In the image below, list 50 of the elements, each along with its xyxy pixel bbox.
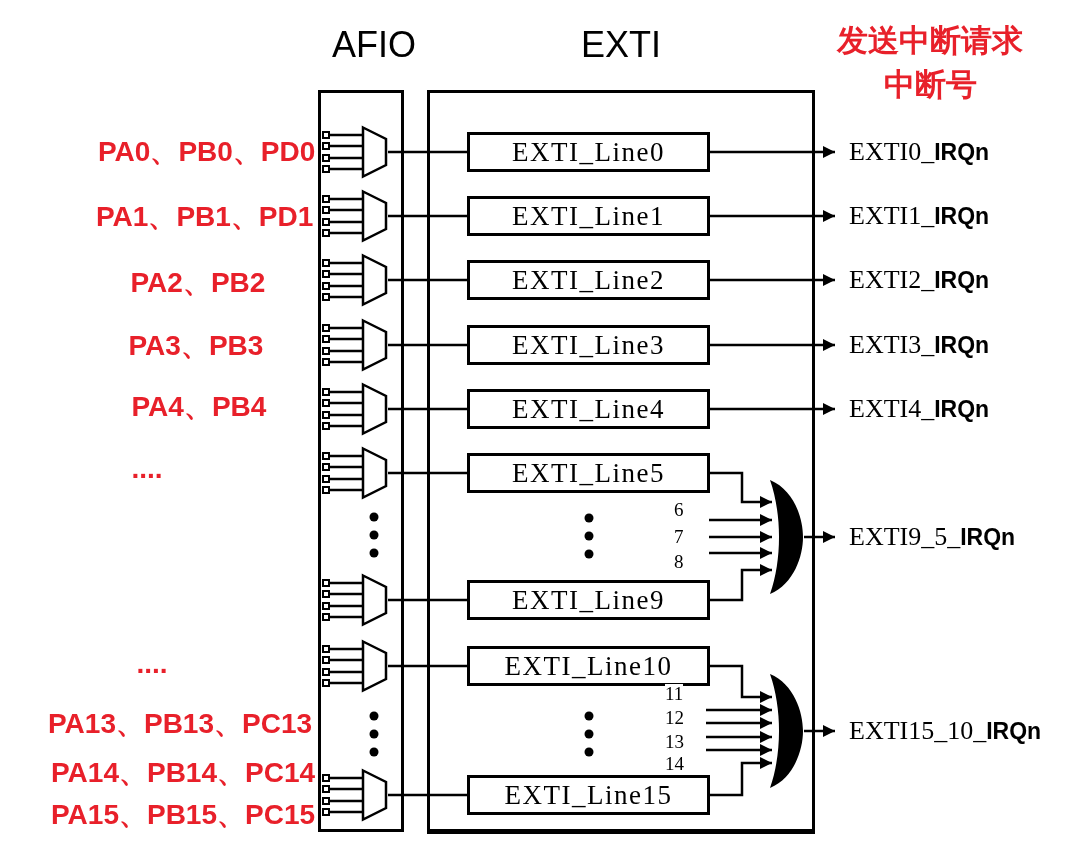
pin-label: PA15、PB15、PC15 (51, 798, 316, 832)
multiplexer-symbol (322, 383, 388, 435)
irq-label: EXTI4_IRQn (835, 393, 1080, 425)
connector-arrow (710, 339, 835, 351)
connector-arrow (706, 704, 772, 716)
or-gate-symbol (768, 674, 804, 788)
irq-label: EXTI1_IRQn (835, 200, 1080, 232)
panel-heading: EXTI (580, 23, 662, 67)
multiplexer-symbol (322, 126, 388, 178)
multiplexer-symbol (322, 769, 388, 821)
connector-arrow (710, 403, 835, 415)
connector-arrow (710, 210, 835, 222)
pin-label: PA2、PB2 (130, 266, 266, 300)
pin-label: .... (131, 452, 163, 486)
pin-label: PA1、PB1、PD1 (96, 200, 314, 234)
connector-arrow (710, 274, 835, 286)
connector-arrow (709, 514, 772, 526)
multiplexer-symbol (322, 574, 388, 626)
pin-label: PA14、PB14、PC14 (51, 756, 316, 790)
multiplexer-symbol (322, 640, 388, 692)
connector-arrow (804, 725, 835, 737)
irq-label: EXTI9_5_IRQn (835, 521, 1080, 553)
pin-label: .... (136, 647, 168, 681)
connector-arrow (710, 471, 772, 508)
connector-arrow (710, 664, 772, 703)
connector-arrow (706, 731, 772, 743)
or-gate-symbol (768, 480, 804, 594)
connector-arrow (710, 564, 772, 602)
header-note: 中断号 (882, 66, 978, 104)
connector-arrow (710, 757, 772, 797)
multiplexer-symbol (322, 447, 388, 499)
pin-label: PA3、PB3 (128, 329, 264, 363)
multiplexer-symbol (322, 254, 388, 306)
irq-label: EXTI15_10_IRQn (835, 715, 1080, 747)
pin-label: PA4、PB4 (131, 390, 267, 424)
irq-label: EXTI0_IRQn (835, 136, 1080, 168)
header-note: 发送中断请求 (835, 22, 1024, 60)
connector-arrow (709, 531, 772, 543)
connector-arrow (709, 547, 772, 559)
connector-arrow (710, 146, 835, 158)
connector-arrow (706, 744, 772, 756)
connector-arrow (706, 717, 772, 729)
irq-label: EXTI2_IRQn (835, 264, 1080, 296)
panel-heading: AFIO (331, 23, 417, 67)
multiplexer-symbol (322, 319, 388, 371)
pin-label: PA13、PB13、PC13 (48, 707, 313, 741)
pin-label: PA0、PB0、PD0 (98, 135, 316, 169)
connector-arrow (804, 531, 835, 543)
multiplexer-symbol (322, 190, 388, 242)
irq-label: EXTI3_IRQn (835, 329, 1080, 361)
